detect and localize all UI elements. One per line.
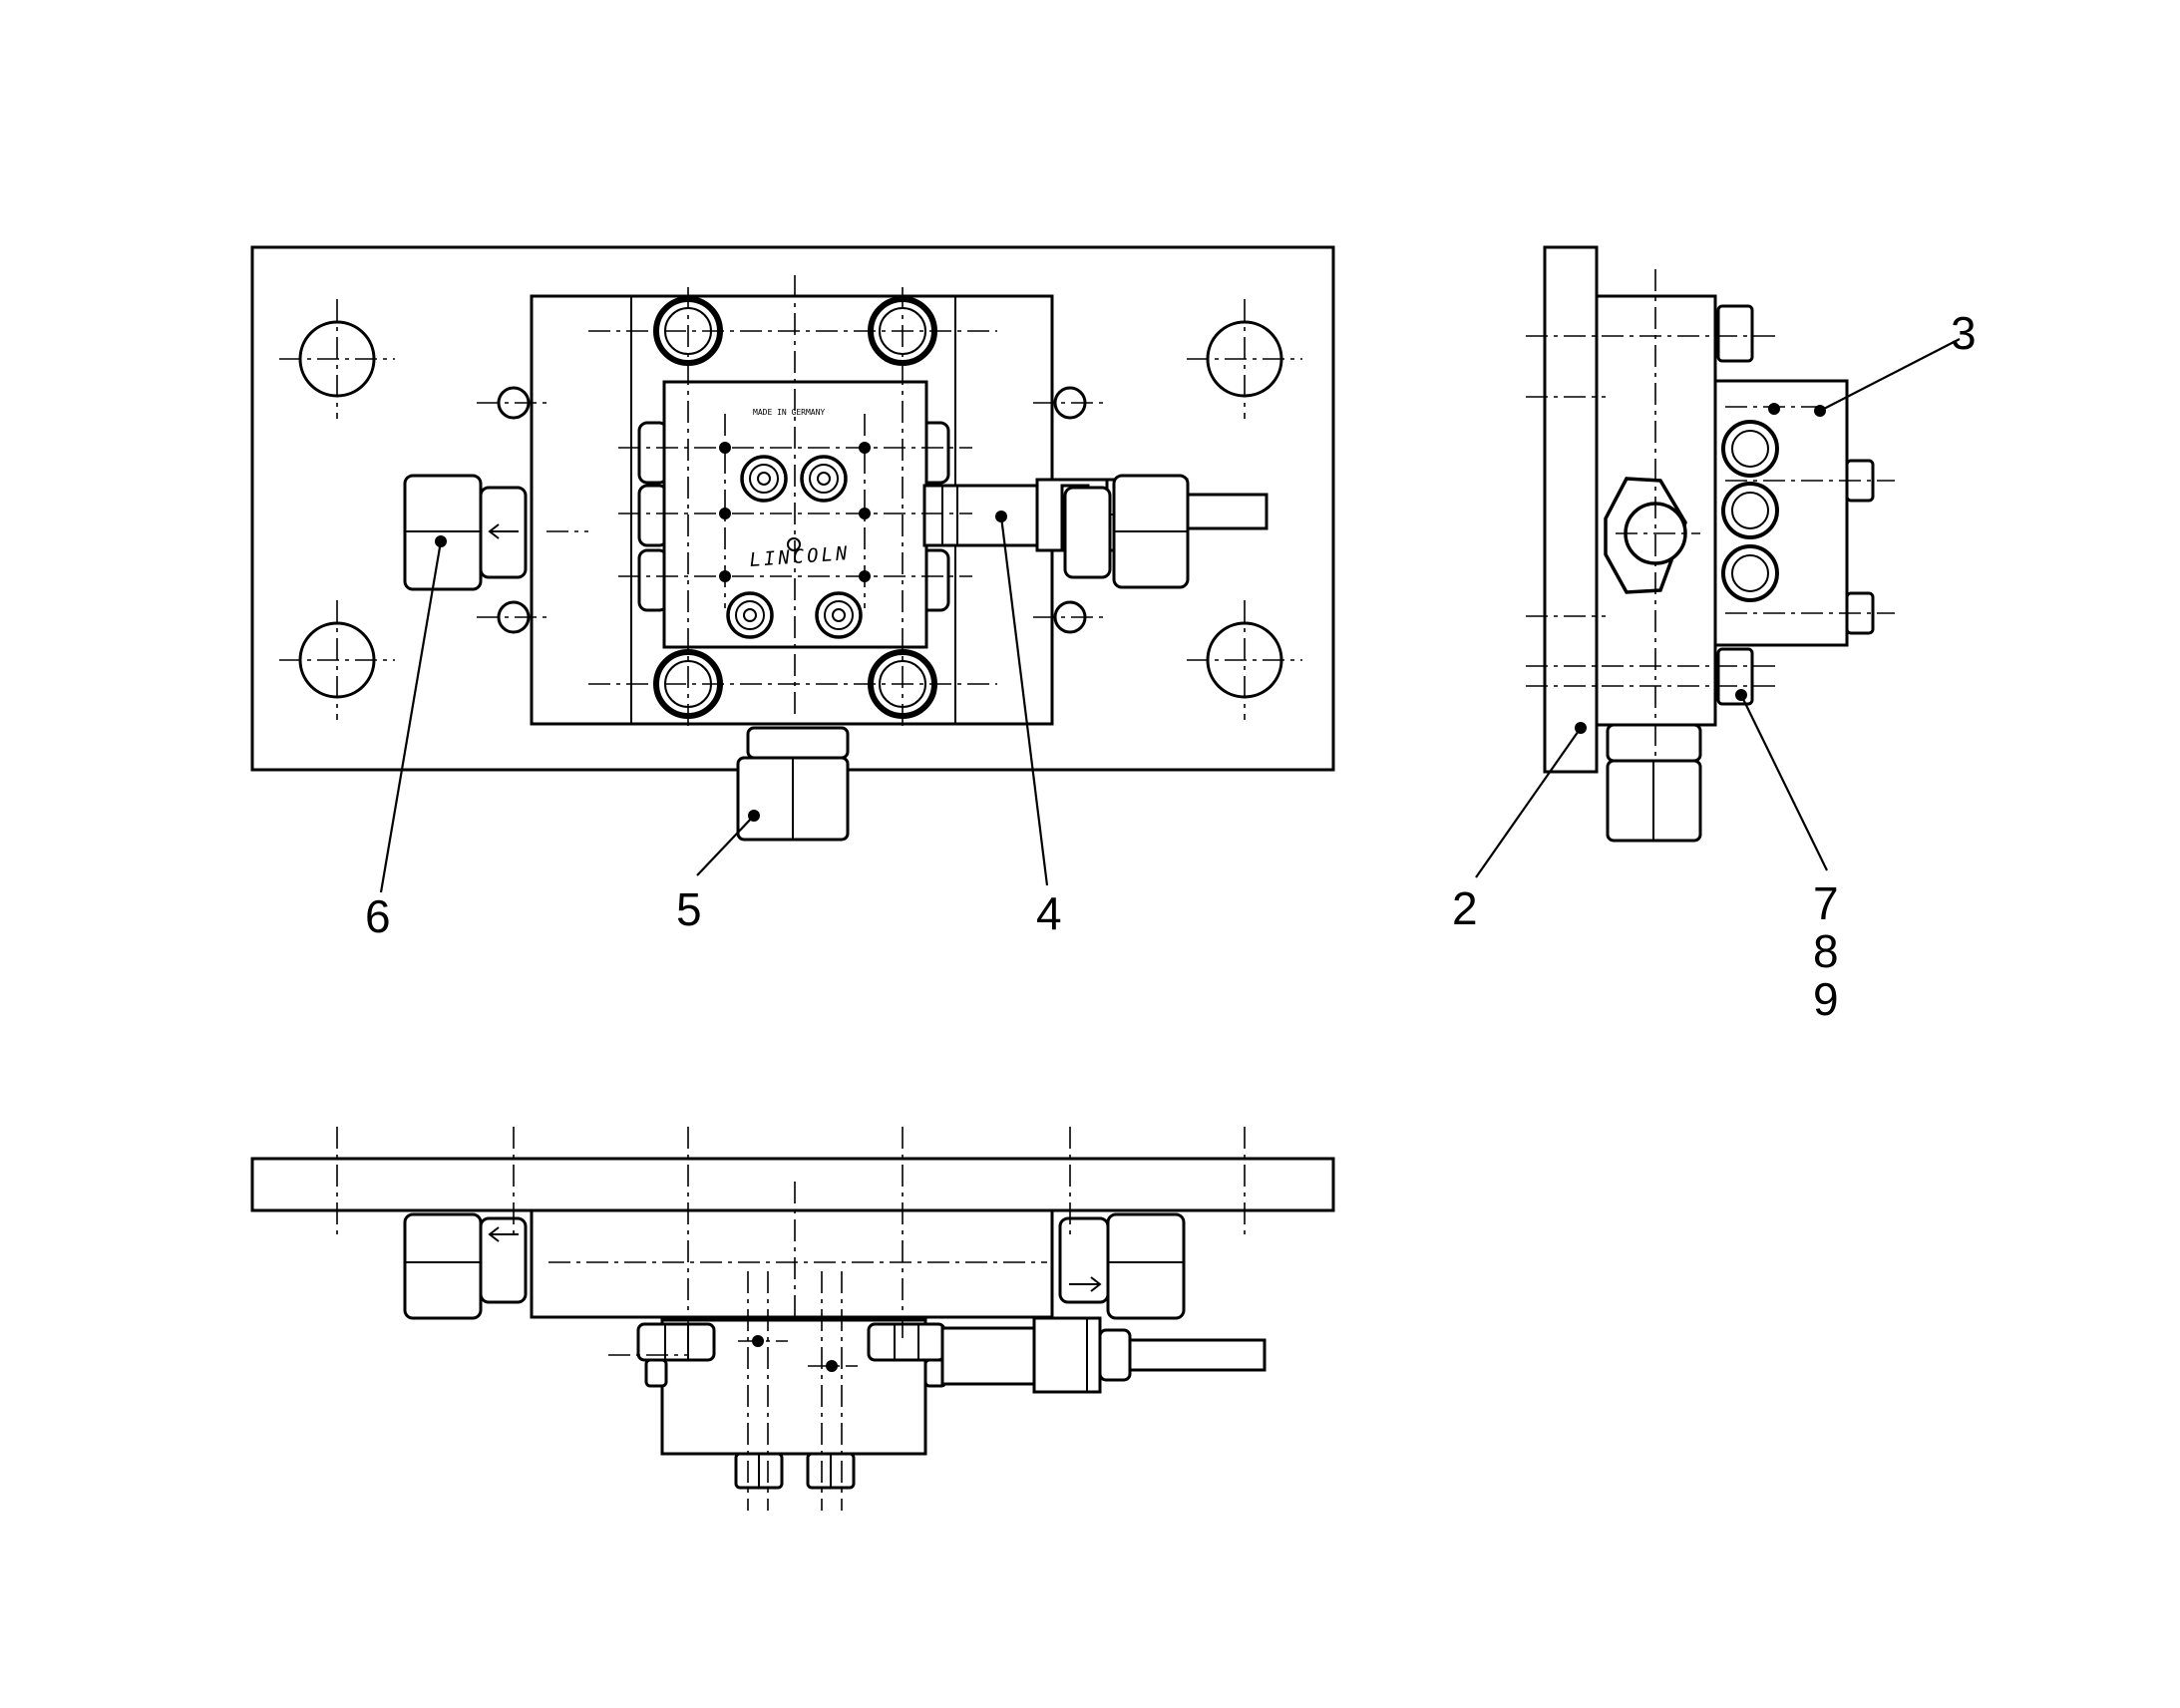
callout-7: 7 [1813, 877, 1839, 929]
side-view [1475, 245, 1961, 878]
outlet-ports [726, 455, 863, 639]
callout-2: 2 [1452, 882, 1478, 934]
callout-labels: 6 5 4 2 3 7 8 9 [365, 307, 1977, 1025]
flow-arrow-left-icon [488, 523, 519, 539]
callout-8: 8 [1813, 925, 1839, 977]
front-leaders [379, 511, 1049, 893]
callout-6: 6 [365, 890, 391, 942]
left-fitting [403, 474, 528, 591]
callout-3: 3 [1951, 307, 1977, 359]
front-centerlines [279, 275, 1302, 728]
callout-9: 9 [1813, 973, 1839, 1025]
flow-arrow-right-icon [1069, 1276, 1102, 1292]
callout-4: 4 [1036, 887, 1062, 939]
callout-5: 5 [676, 883, 702, 935]
plan-centerlines [336, 1127, 1246, 1511]
front-view: MADE IN GERMANY LINCOLN [250, 245, 1335, 893]
side-leaders [1475, 338, 1961, 878]
right-fitting [1063, 474, 1190, 589]
plan-intermediate-block [530, 1208, 1054, 1319]
side-centerlines [1526, 269, 1895, 758]
plan-base-plate [250, 1157, 1335, 1212]
bottom-view [250, 1127, 1335, 1511]
side-base-plate [1543, 245, 1599, 774]
bottom-fitting [736, 726, 850, 842]
nameplate-small-text: MADE IN GERMANY [753, 408, 825, 417]
